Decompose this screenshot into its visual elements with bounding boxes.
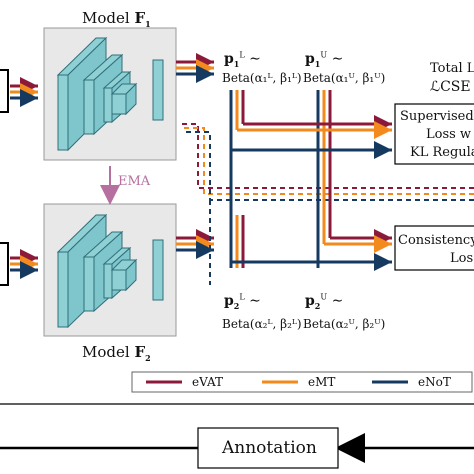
legend-label-evat: eVAT (192, 375, 223, 389)
p2-labeled-dist: p2L ∼ (224, 292, 261, 311)
p1-unlabeled-beta: Beta(α₁ᵁ, β₁ᵁ) (303, 71, 386, 85)
model-f1-block (43, 27, 177, 161)
supervised-box-line1: Supervised E (400, 109, 474, 124)
bus-lines (229, 90, 332, 268)
consistency-box-line1: Consistency I (398, 233, 474, 248)
p2-unlabeled-dist: p2U ∼ (305, 292, 344, 311)
f1-output-arrows (176, 53, 214, 83)
legend-box (131, 371, 473, 393)
model-f1-title: Model F1 (82, 9, 151, 29)
model-f2-title: Model F2 (82, 343, 151, 363)
model-f2-block (43, 203, 177, 337)
supervised-loss-box (394, 103, 474, 165)
cnn-stack-icon (56, 36, 164, 152)
total-loss-symbol: ℒCSE (430, 79, 471, 95)
annotation-box (197, 427, 339, 469)
p1-labeled-beta: Beta(α₁ᴸ, β₁ᴸ) (222, 71, 302, 85)
f2-output-arrows (176, 229, 214, 259)
input-stub-top (0, 69, 38, 113)
supervised-box-line3: KL Regula (410, 145, 474, 160)
cnn-stack-icon (56, 213, 164, 329)
consistency-loss-box (394, 225, 474, 271)
legend-label-emt: eMT (308, 375, 336, 389)
feedback-dashed-arrows (182, 123, 474, 285)
consistency-box-line2: Los (450, 251, 474, 266)
loss-input-arrows (231, 115, 392, 271)
input-stub-bottom (0, 242, 38, 286)
p1-labeled-dist: p1L ∼ (224, 50, 261, 69)
p2-labeled-beta: Beta(α₂ᴸ, β₂ᴸ) (222, 317, 302, 331)
ema-label: EMA (118, 174, 151, 189)
supervised-box-line2: Loss w (426, 127, 472, 142)
legend-label-enot: eNoT (418, 375, 451, 389)
p2-unlabeled-beta: Beta(α₂ᵁ, β₂ᵁ) (303, 317, 386, 331)
annotation-label: Annotation (222, 438, 317, 458)
total-loss-title: Total L (430, 61, 474, 76)
p1-unlabeled-dist: p1U ∼ (305, 50, 344, 69)
